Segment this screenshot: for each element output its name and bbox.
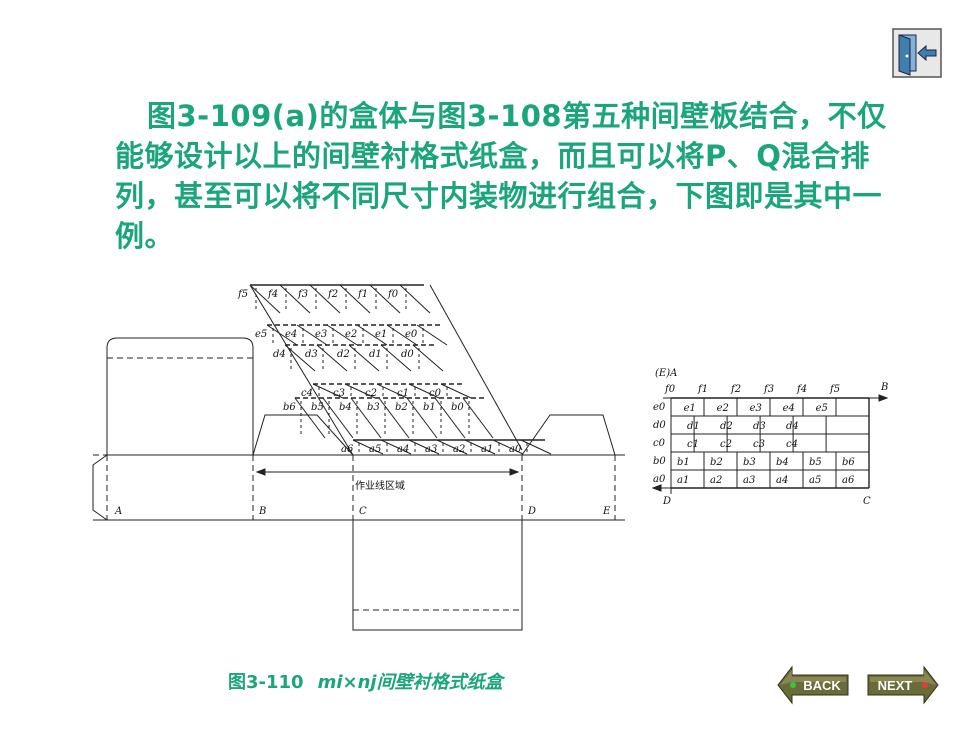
grid-cell-b3: b3: [743, 457, 756, 468]
stack-label-e1: e1: [375, 329, 387, 340]
stack-label-a5: a5: [369, 444, 381, 455]
stack-label-b1: b1: [423, 402, 436, 413]
grid-top-f1: f1: [697, 384, 708, 395]
caption-formula: mi×nj间壁衬格式纸盒: [317, 672, 503, 693]
stack-label-c4: c4: [301, 388, 313, 399]
main-paragraph: 图3-109(a)的盒体与图3-108第五种间壁板结合，不仅能够设计以上的间壁衬…: [115, 96, 895, 256]
right-grid: [651, 394, 889, 494]
stack-label-c2: c2: [365, 388, 377, 399]
stack-label-a2: a2: [453, 444, 465, 455]
figure-caption: 图3-110 mi×nj间壁衬格式纸盒: [228, 668, 503, 694]
stack-label-a0: a0: [509, 444, 522, 455]
point-label-E: E: [602, 506, 611, 517]
grid-row-e0: e0: [653, 402, 666, 413]
figure-diagram: A B C D E 作业线区域 f5 f4 f3 f2 f1 f0 e5 e4 e3 e2 e1 e0…: [85, 280, 890, 640]
grid-top-f5: f5: [829, 384, 840, 395]
exit-door-icon[interactable]: [892, 28, 942, 78]
grid-cell-d2: d2: [720, 421, 733, 432]
grid-cell-c1: c1: [687, 439, 699, 450]
stack-label-a4: a4: [397, 444, 409, 455]
grid-top-f0: f0: [664, 384, 676, 395]
stack-label-d1: d1: [369, 349, 382, 360]
grid-row-d0: d0: [653, 420, 666, 431]
point-label-D: D: [527, 506, 536, 517]
point-label-B: B: [258, 506, 266, 517]
stack-label-e5: e5: [255, 329, 267, 340]
grid-cell-a5: a5: [809, 475, 821, 486]
grid-cell-d3: d3: [753, 421, 766, 432]
grid-cell-d1: d1: [687, 421, 700, 432]
grid-axis-D: D: [662, 496, 671, 507]
stack-label-e0: e0: [405, 329, 418, 340]
next-label: NEXT: [878, 678, 913, 693]
point-label-A: A: [114, 506, 122, 517]
back-button[interactable]: BACK: [776, 664, 850, 706]
grid-row-b0: b0: [653, 456, 666, 467]
stack-label-a1: a1: [481, 444, 493, 455]
grid-top-f3: f3: [763, 384, 774, 395]
grid-axis-C: C: [863, 496, 871, 507]
stack-label-b5: b5: [311, 402, 324, 413]
stack-label-d0: d0: [401, 349, 414, 360]
left-box-outline: [92, 337, 625, 631]
grid-cell-e4: e4: [783, 403, 795, 414]
grid-row-c0: c0: [653, 438, 666, 449]
grid-cell-a3: a3: [743, 475, 755, 486]
grid-cell-c4: c4: [786, 439, 798, 450]
grid-axis-B: B: [880, 382, 888, 393]
stack-label-d4: d4: [273, 349, 286, 360]
stack-label-f2: f2: [327, 289, 338, 300]
stack-label-f1: f1: [357, 289, 368, 300]
grid-cell-a2: a2: [710, 475, 722, 486]
stack-label-f4: f4: [267, 289, 278, 300]
grid-top-f2: f2: [730, 384, 741, 395]
stack-label-b6: b6: [283, 402, 296, 413]
stack-label-e3: e3: [315, 329, 327, 340]
stack-label-c0: c0: [429, 388, 442, 399]
stack-label-f5: f5: [237, 289, 248, 300]
grid-cell-e5: e5: [816, 403, 828, 414]
stack-label-c3: c3: [333, 388, 345, 399]
grid-cell-c2: c2: [720, 439, 732, 450]
point-label-C: C: [359, 506, 367, 517]
grid-cell-b1: b1: [677, 457, 690, 468]
stack-label-b2: b2: [395, 402, 408, 413]
grid-cell-e3: e3: [750, 403, 762, 414]
grid-cell-d4: d4: [786, 421, 799, 432]
caption-label: 图3-110: [228, 672, 304, 693]
stack-label-d2: d2: [337, 349, 350, 360]
grid-corner-label: (E)A: [655, 368, 677, 379]
stack-label-d3: d3: [305, 349, 318, 360]
stack-label-b4: b4: [339, 402, 352, 413]
stack-label-b3: b3: [367, 402, 380, 413]
stack-label-a3: a3: [425, 444, 437, 455]
grid-cell-a4: a4: [776, 475, 788, 486]
stack-label-a6: a6: [341, 444, 354, 455]
stack-label-c1: c1: [397, 388, 409, 399]
grid-cell-b6: b6: [842, 457, 855, 468]
paragraph-text: 图3-109(a)的盒体与图3-108第五种间壁板结合，不仅能够设计以上的间壁衬…: [115, 99, 887, 253]
grid-cell-c3: c3: [753, 439, 765, 450]
grid-cell-b4: b4: [776, 457, 789, 468]
stack-label-f0: f0: [387, 289, 399, 300]
stack-label-b0: b0: [451, 402, 464, 413]
grid-cell-a1: a1: [677, 475, 689, 486]
grid-top-f4: f4: [796, 384, 807, 395]
grid-cell-b5: b5: [809, 457, 822, 468]
stack-label-e2: e2: [345, 329, 357, 340]
stack-label-f3: f3: [297, 289, 308, 300]
grid-cell-e2: e2: [717, 403, 729, 414]
region-label: 作业线区域: [355, 479, 405, 492]
grid-cell-a6: a6: [842, 475, 855, 486]
grid-cell-e1: e1: [684, 403, 696, 414]
stack-label-e4: e4: [285, 329, 297, 340]
grid-row-a0: a0: [653, 474, 666, 485]
back-label: BACK: [803, 678, 841, 693]
grid-cell-b2: b2: [710, 457, 723, 468]
next-button[interactable]: NEXT: [866, 664, 940, 706]
partition-stack: [249, 284, 552, 456]
